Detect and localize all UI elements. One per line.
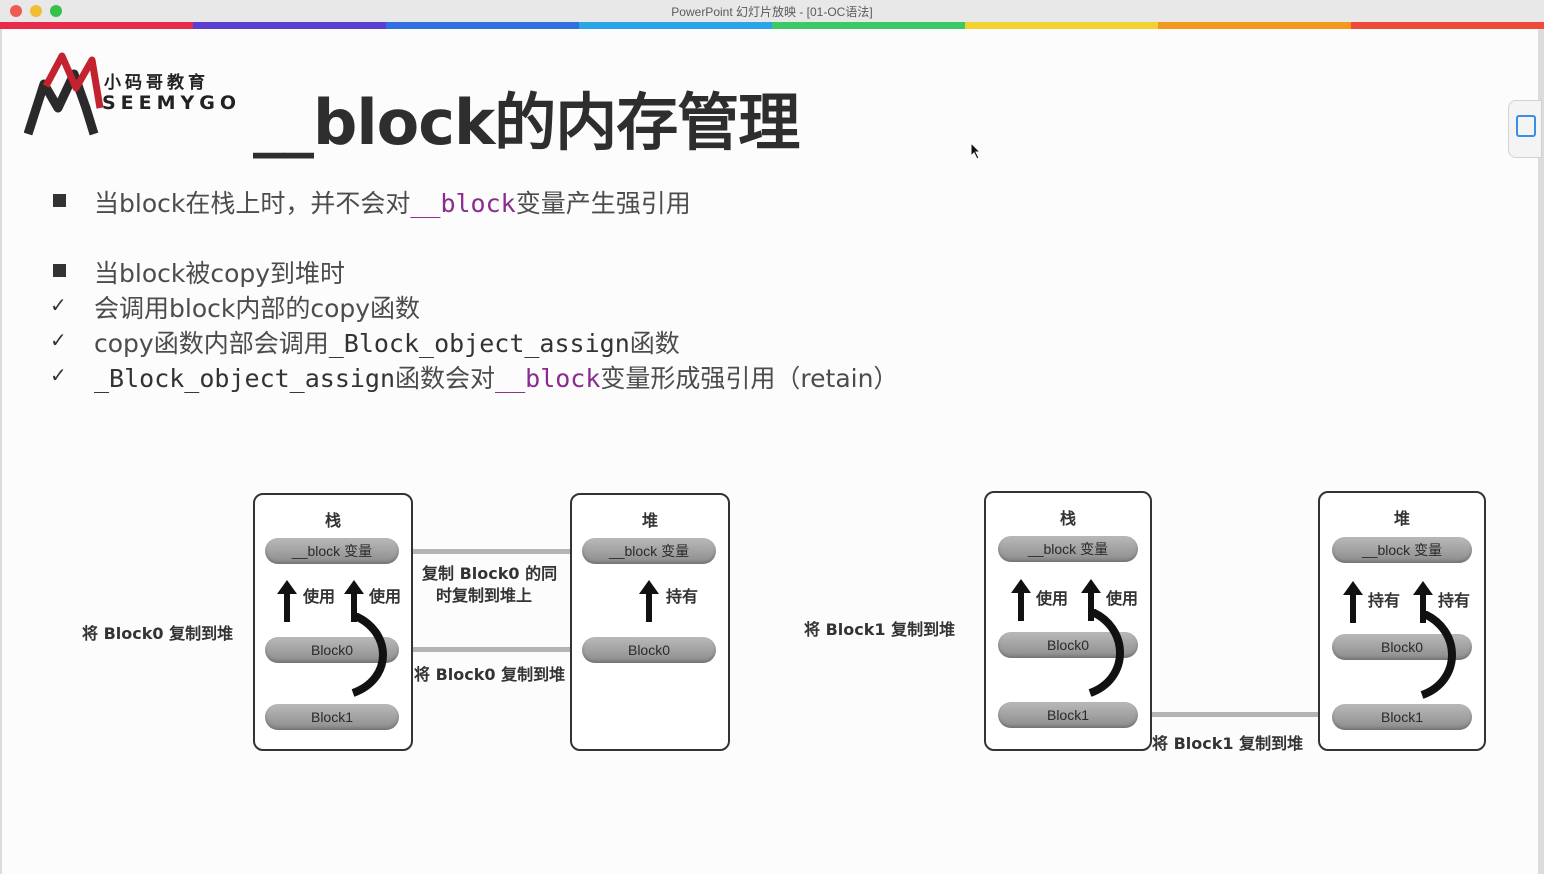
heap-title: 堆 xyxy=(642,511,659,530)
use-label: 使用 xyxy=(1106,589,1139,608)
diagram1-heap-box: 堆 __block 变量 持有 Block0 xyxy=(570,493,730,751)
checkmark-icon: ✓ xyxy=(50,328,67,352)
side-panel-tab[interactable] xyxy=(1508,100,1542,158)
arrow-up-icon xyxy=(1081,579,1101,621)
connector-line xyxy=(1132,712,1330,717)
brand-logo: 小码哥教育 SEEMYGO xyxy=(24,48,236,138)
bullet-text-part: 变量产生强引用 xyxy=(515,189,691,218)
bullet-code-part: _Block_object_assign xyxy=(328,329,630,358)
bullet-code-part: __block xyxy=(495,364,601,393)
curved-arrow-icon xyxy=(1088,609,1124,697)
diagram2-side-label: 将 Block1 复制到堆 xyxy=(804,620,956,639)
checkmark-icon: ✓ xyxy=(50,363,67,387)
block-var-pill: __block 变量 xyxy=(998,536,1138,562)
mouse-cursor-icon xyxy=(970,142,982,160)
bullet-text: 当block在栈上时，并不会对__block变量产生强引用 xyxy=(94,184,691,220)
minimize-window-button[interactable] xyxy=(30,5,42,17)
bullet-text: 会调用block内部的copy函数 xyxy=(94,289,420,325)
logo-english-text: SEEMYGO xyxy=(102,92,242,114)
arrow-up-icon xyxy=(639,580,659,622)
diagram2-stack-box: 栈 __block 变量 使用 使用 Block0 Block1 xyxy=(984,491,1152,751)
bullet-text: _Block_object_assign函数会对__block变量形成强引用（r… xyxy=(94,359,898,395)
block0-pill: Block0 xyxy=(582,637,716,663)
close-window-button[interactable] xyxy=(10,5,22,17)
connector-line xyxy=(398,647,582,652)
zoom-window-button[interactable] xyxy=(50,5,62,17)
arrow-up-icon xyxy=(1011,579,1031,621)
diagram2-heap-box: 堆 __block 变量 持有 持有 Block0 Block1 xyxy=(1318,491,1486,751)
arrow-up-icon xyxy=(277,580,297,622)
bullet-text-part: 函数 xyxy=(629,329,680,358)
document-icon xyxy=(1516,115,1536,137)
use-label: 使用 xyxy=(369,587,402,606)
stack-title: 栈 xyxy=(1060,509,1077,528)
block1-pill: Block1 xyxy=(1332,704,1472,730)
bullet-text-part: 变量形成强引用（retain） xyxy=(600,364,899,393)
diagram1-mid-label-line2: 时复制到堆上 xyxy=(436,586,533,605)
connector-line xyxy=(398,549,582,554)
hold-label: 持有 xyxy=(1368,591,1401,610)
color-bar-segment xyxy=(193,22,386,29)
diagram1-stack-box: 栈 __block 变量 使用 使用 Block0 Block1 xyxy=(253,493,413,751)
color-bar-segment xyxy=(1351,22,1544,29)
bullet-text: copy函数内部会调用_Block_object_assign函数 xyxy=(94,324,680,360)
curved-arrow-icon xyxy=(1420,611,1456,699)
bullet-code-part: _Block_object_assign xyxy=(94,364,396,393)
bullet-text-part: 函数会对 xyxy=(395,364,496,393)
use-label: 使用 xyxy=(303,587,336,606)
checkmark-icon: ✓ xyxy=(50,293,67,317)
bullet-text-part: copy函数内部会调用 xyxy=(94,329,329,358)
stack-title: 栈 xyxy=(325,511,342,530)
rainbow-color-bar xyxy=(0,22,1544,29)
logo-chinese-text: 小码哥教育 xyxy=(104,73,209,93)
color-bar-segment xyxy=(1158,22,1351,29)
color-bar-segment xyxy=(965,22,1158,29)
arrow-up-icon xyxy=(1343,581,1363,623)
diagram1-bottom-label: 将 Block0 复制到堆 xyxy=(414,665,566,684)
diagram1-side-label: 将 Block0 复制到堆 xyxy=(82,624,234,643)
bullet-text-part: 会调用block内部的copy函数 xyxy=(94,294,421,323)
hold-label: 持有 xyxy=(1438,591,1471,610)
arrow-up-icon xyxy=(1413,581,1433,623)
bullet-text: 当block被copy到堆时 xyxy=(94,254,345,290)
block-var-pill: __block 变量 xyxy=(265,538,399,564)
diagram2-bottom-label: 将 Block1 复制到堆 xyxy=(1152,734,1304,753)
color-bar-segment xyxy=(386,22,579,29)
bullet-text-part: 当block在栈上时，并不会对 xyxy=(94,189,411,218)
color-bar-segment xyxy=(579,22,772,29)
color-bar-segment xyxy=(0,22,193,29)
use-label: 使用 xyxy=(1036,589,1069,608)
diagram1-mid-label-line1: 复制 Block0 的同 xyxy=(422,564,558,583)
block1-pill: Block1 xyxy=(265,704,399,730)
curved-arrow-icon xyxy=(351,613,387,697)
color-bar-segment xyxy=(772,22,965,29)
block-var-pill: __block 变量 xyxy=(1332,537,1472,563)
window-titlebar: PowerPoint 幻灯片放映 - [01-OC语法] xyxy=(0,0,1544,23)
logo-m-mark xyxy=(24,52,104,136)
arrow-up-icon xyxy=(344,580,364,622)
bullet-code-part: __block xyxy=(410,189,516,218)
slide-title: __block的内存管理 xyxy=(253,86,800,159)
hold-label: 持有 xyxy=(666,587,699,606)
window-title: PowerPoint 幻灯片放映 - [01-OC语法] xyxy=(671,5,873,19)
block-var-pill: __block 变量 xyxy=(582,538,716,564)
bullet-text-part: 当block被copy到堆时 xyxy=(94,259,346,288)
block1-pill: Block1 xyxy=(998,702,1138,728)
heap-title: 堆 xyxy=(1394,509,1411,528)
